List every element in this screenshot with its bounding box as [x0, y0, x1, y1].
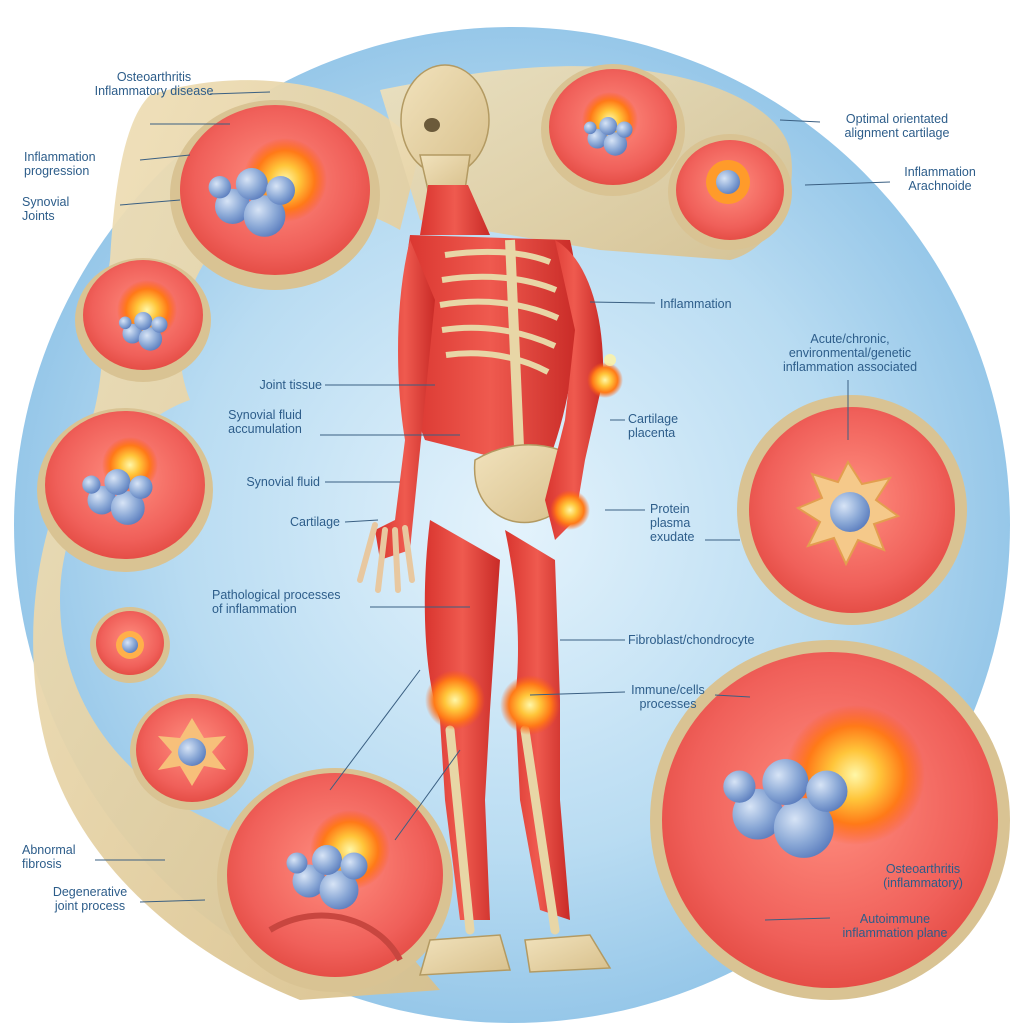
tissue-section-right [737, 395, 967, 625]
skeleton-muscle-figure [357, 64, 623, 976]
inflamed-joint-knee-right [500, 675, 560, 735]
label-fibroblast: Fibroblast/chondrocyte [628, 633, 755, 647]
tissue-section-bottom-left [217, 768, 453, 992]
inflamed-joint-elbow [587, 362, 623, 398]
label-bottom-right-1: Osteoarthritis(inflammatory) [883, 862, 963, 890]
label-inflammation: Inflammation [660, 297, 732, 311]
label-joint-tissue: Joint tissue [259, 378, 322, 392]
tissue-section-left-middle [37, 408, 213, 572]
tissue-section-top-right-1 [541, 64, 685, 196]
label-cartilage: Cartilage [289, 515, 340, 529]
tissue-section-top-left [170, 100, 380, 290]
tissue-section-top-right-2 [668, 134, 792, 250]
leader-lines [95, 91, 891, 921]
tissue-section-left-lower [130, 694, 254, 810]
inflamed-joint-knee-left [425, 670, 485, 730]
label-synovial-fluid: Synovial fluid [246, 475, 320, 489]
tissue-section-left-small [90, 607, 170, 683]
tissue-section-bottom-right [650, 640, 1010, 1000]
tissue-section-left-upper [75, 258, 211, 382]
inflamed-joint-wrist [550, 490, 590, 530]
